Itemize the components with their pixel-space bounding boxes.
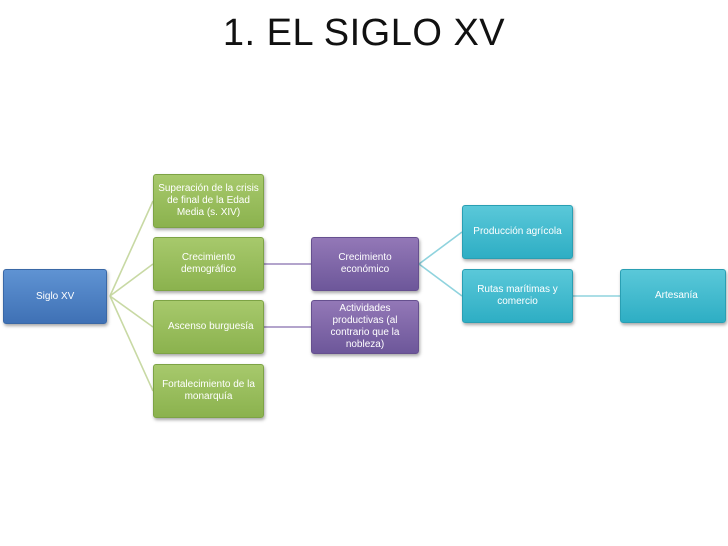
node-superacion-crisis-label: Superación de la crisis de final de la E… [158, 183, 259, 218]
connector-economico-agricola [418, 231, 463, 265]
node-produccion-agricola-label: Producción agrícola [473, 226, 562, 237]
node-siglo-xv: Siglo XV [3, 269, 107, 324]
node-artesania: Artesanía [620, 269, 726, 323]
node-ascenso-burguesia: Ascenso burguesía [153, 300, 264, 354]
node-produccion-agricola: Producción agrícola [462, 205, 573, 259]
node-fortalecimiento-monarquia-label: Fortalecimiento de la monarquía [162, 379, 255, 402]
node-actividades-productivas-label: Actividades productivas (al contrario qu… [330, 303, 400, 350]
node-siglo-xv-label: Siglo XV [36, 290, 75, 302]
node-superacion-crisis: Superación de la crisis de final de la E… [153, 174, 264, 228]
node-fortalecimiento-monarquia: Fortalecimiento de la monarquía [153, 364, 264, 418]
connector-economico-rutas [418, 263, 463, 297]
node-crecimiento-demografico: Crecimiento demográfico [153, 237, 264, 291]
node-crecimiento-economico: Crecimiento económico [311, 237, 419, 291]
node-artesania-label: Artesanía [655, 290, 698, 301]
connector-root-monarquia [109, 295, 154, 392]
node-rutas-maritimas: Rutas marítimas y comercio [462, 269, 573, 323]
connector-root-superacion [109, 200, 154, 297]
node-crecimiento-economico-label: Crecimiento económico [338, 252, 392, 275]
node-ascenso-burguesia-label: Ascenso burguesía [168, 321, 254, 332]
node-crecimiento-demografico-label: Crecimiento demográfico [180, 252, 237, 275]
node-actividades-productivas: Actividades productivas (al contrario qu… [311, 300, 419, 354]
connector-root-burguesia [109, 295, 154, 328]
connector-root-demografico [109, 263, 154, 297]
node-rutas-maritimas-label: Rutas marítimas y comercio [477, 284, 558, 307]
slide-title: 1. EL SIGLO XV [222, 12, 506, 54]
